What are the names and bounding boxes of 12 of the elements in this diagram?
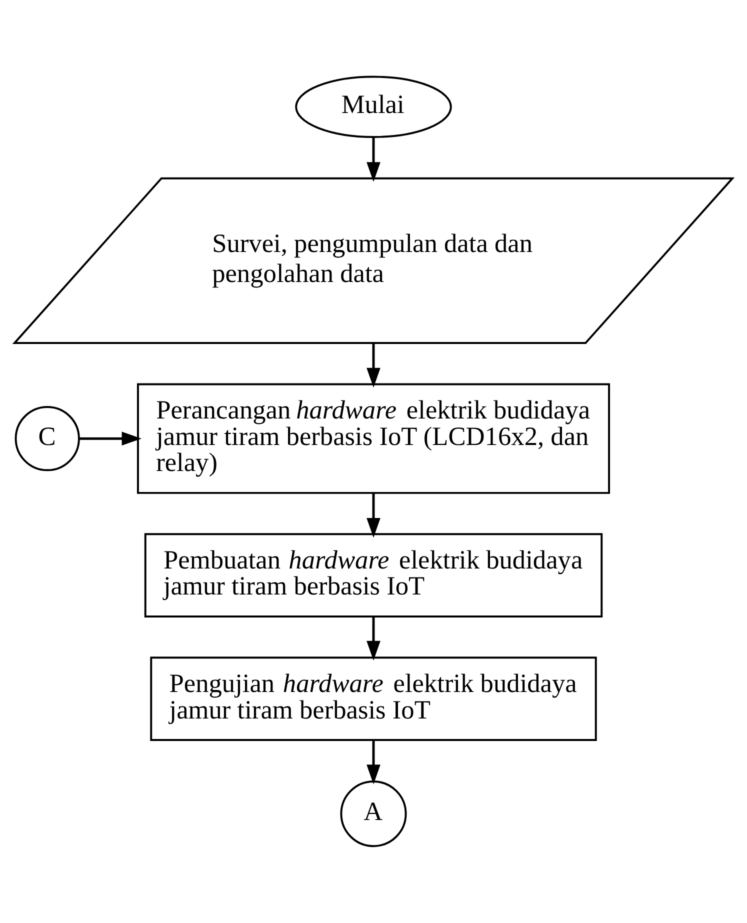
arrow: [366, 138, 380, 182]
arrow: [366, 740, 380, 784]
node-circle: A: [340, 780, 407, 848]
arrow: [366, 492, 380, 538]
node-box: Pembuatan hardware elektrik budidaya jamur tiram berbasis IoT: [144, 533, 603, 618]
node-box: Pengujian hardware elektrik budidaya jamur tiram berbasis IoT: [150, 656, 597, 741]
node-ellipse: Mulai: [295, 76, 452, 138]
arrow: [79, 432, 142, 446]
node-box: Perancangan hardware elektrik budidaya jamur tiram berbasis IoT (LCD16x2, dan relay): [136, 383, 610, 494]
node-circle: C: [14, 406, 80, 472]
arrow: [366, 344, 380, 388]
arrow: [366, 616, 380, 661]
